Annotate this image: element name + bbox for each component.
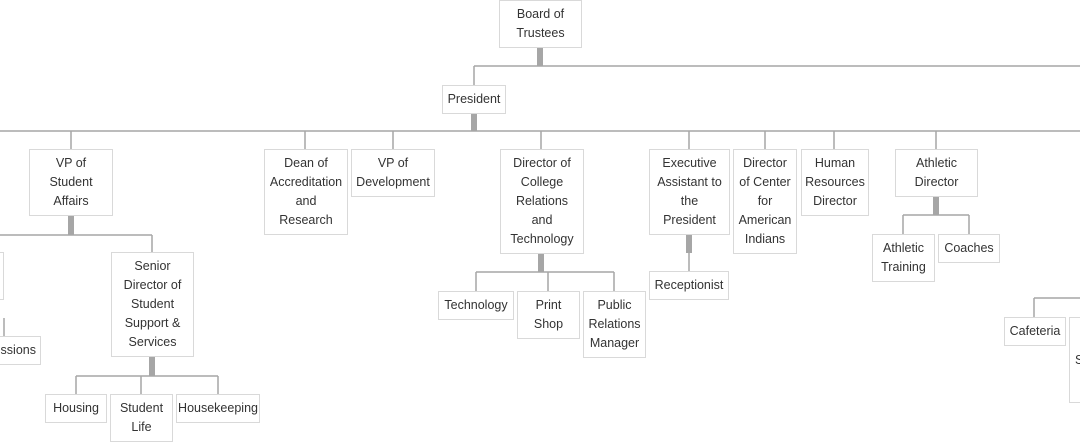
node-label: Director of Center for American Indians: [738, 156, 792, 246]
node-label: Dean of Accreditation and Research: [269, 156, 343, 227]
node-label: President: [447, 92, 501, 106]
node-president[interactable]: President: [442, 85, 506, 114]
node-label: Print Shop: [533, 298, 564, 331]
node-label: Housing: [53, 401, 99, 415]
node-student-life[interactable]: Student Life: [110, 394, 173, 442]
node-athletic-director[interactable]: Athletic Director: [895, 149, 978, 197]
node-dean-accreditation[interactable]: Dean of Accreditation and Research: [264, 149, 348, 235]
node-label: VP of Student Affairs: [49, 156, 93, 208]
node-admissions[interactable]: issions: [0, 336, 41, 365]
node-vp-development[interactable]: VP of Development: [351, 149, 435, 197]
node-print-shop[interactable]: Print Shop: [517, 291, 580, 339]
node-label: Senior Director of Student Support & Ser…: [123, 259, 182, 349]
node-director-american-indians[interactable]: Director of Center for American Indians: [733, 149, 797, 254]
node-label: S: [1075, 352, 1080, 367]
node-label: Executive Assistant to the President: [657, 156, 722, 227]
node-partial-right[interactable]: S: [1069, 317, 1080, 403]
node-housing[interactable]: Housing: [45, 394, 107, 423]
node-housekeeping[interactable]: Housekeeping: [176, 394, 260, 423]
node-label: Director of College Relations and Techno…: [510, 156, 574, 246]
node-label: Public Relations Manager: [588, 298, 641, 350]
connector-stub: [471, 114, 477, 131]
node-executive-assistant[interactable]: Executive Assistant to the President: [649, 149, 730, 235]
node-label: Cafeteria: [1009, 324, 1061, 338]
node-athletic-training[interactable]: Athletic Training: [872, 234, 935, 282]
node-vp-student-affairs[interactable]: VP of Student Affairs: [29, 149, 113, 216]
node-label: Technology: [444, 298, 508, 312]
node-cafeteria[interactable]: Cafeteria: [1004, 317, 1066, 346]
connector-stub: [537, 48, 543, 66]
node-label: Athletic Director: [914, 156, 959, 189]
node-label: Receptionist: [654, 278, 724, 292]
connector-stub: [686, 235, 692, 253]
node-senior-director-student-support[interactable]: Senior Director of Student Support & Ser…: [111, 252, 194, 357]
node-label: Athletic Training: [881, 241, 926, 274]
node-label: Housekeeping: [178, 401, 258, 415]
node-label: Human Resources Director: [805, 156, 865, 208]
node-label: Student Life: [119, 401, 164, 434]
node-label: VP of Development: [356, 156, 430, 189]
node-director-college-relations[interactable]: Director of College Relations and Techno…: [500, 149, 584, 254]
connector-stub: [68, 216, 74, 235]
node-receptionist[interactable]: Receptionist: [649, 271, 729, 300]
node-hr-director[interactable]: Human Resources Director: [801, 149, 869, 216]
node-label: Board of Trustees: [516, 7, 565, 40]
node-label: issions: [0, 343, 36, 357]
node-technology[interactable]: Technology: [438, 291, 514, 320]
node-label: Coaches: [944, 241, 994, 255]
node-board-of-trustees[interactable]: Board of Trustees: [499, 0, 582, 48]
connector-stub: [538, 254, 544, 272]
node-pr-manager[interactable]: Public Relations Manager: [583, 291, 646, 358]
node-coaches[interactable]: Coaches: [938, 234, 1000, 263]
connector-stub: [933, 197, 939, 215]
node-partial-left[interactable]: [0, 252, 4, 300]
connector-stub: [149, 357, 155, 376]
